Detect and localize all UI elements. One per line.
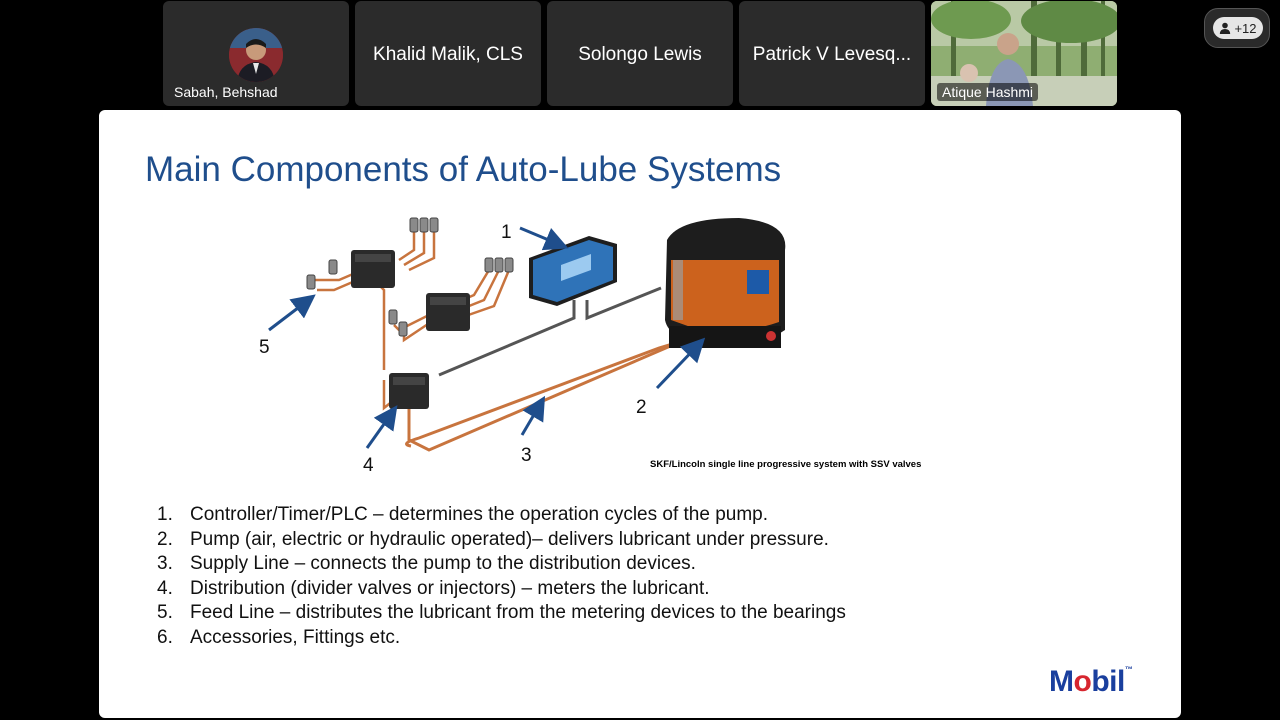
callout-4: 4 [363,455,374,476]
list-item: 4.Distribution (divider valves or inject… [157,577,710,599]
list-item: 6.Accessories, Fittings etc. [157,626,401,648]
person-icon [1220,22,1231,34]
participant-strip: Sabah, Behshad Khalid Malik, CLS Solongo… [0,0,1280,108]
participant-tile[interactable]: Solongo Lewis [547,1,733,106]
diagram-caption: SKF/Lincoln single line progressive syst… [650,459,922,470]
participant-tile[interactable]: Sabah, Behshad [163,1,349,106]
callout-arrows [268,226,706,449]
list-item: 2.Pump (air, electric or hydraulic opera… [157,528,829,550]
participant-name: Atique Hashmi [937,83,1039,101]
avatar [229,28,283,82]
component-list: 1.Controller/Timer/PLC – determines the … [157,503,846,650]
list-item: 5.Feed Line – distributes the lubricant … [157,602,846,623]
shared-slide: Main Components of Auto-Lube Systems [99,110,1181,718]
callout-3: 3 [521,445,532,466]
callout-2: 2 [636,397,647,418]
supply-line [405,286,700,452]
list-item: 1.Controller/Timer/PLC – determines the … [157,504,769,525]
callout-5: 5 [259,337,270,358]
more-participants-count: +12 [1234,20,1257,36]
more-participants-button[interactable]: +12 [1204,8,1270,48]
lube-system-diagram: 1 2 3 4 5 [259,217,786,476]
divider-valve [351,250,470,409]
participant-name: Patrick V Levesq... [752,44,912,65]
video-feed [931,1,1117,106]
participant-video-tile[interactable]: Atique Hashmi [931,1,1117,106]
participant-tile[interactable]: Khalid Malik, CLS [355,1,541,106]
callout-1: 1 [501,222,512,243]
participant-name: Solongo Lewis [578,44,702,65]
participant-name: Sabah, Behshad [174,84,278,100]
fittings [306,217,514,337]
participant-tile[interactable]: Patrick V Levesq... [739,1,925,106]
mobil-logo: Mobil™ [1049,665,1133,698]
participant-name: Khalid Malik, CLS [373,44,523,65]
pump-unit [665,218,786,348]
slide-title: Main Components of Auto-Lube Systems [145,150,782,189]
controller-unit [529,236,617,306]
list-item: 3.Supply Line – connects the pump to the… [157,553,696,574]
callout-numbers: 1 2 3 4 5 [259,222,647,476]
